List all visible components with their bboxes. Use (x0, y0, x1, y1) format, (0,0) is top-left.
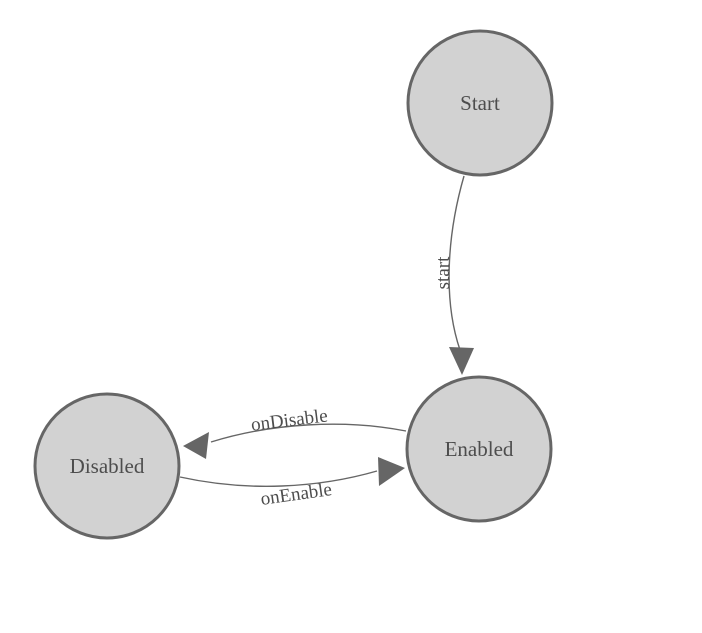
transition-onenable: onEnable (179, 457, 405, 510)
state-node-enabled: Enabled (405, 375, 553, 523)
transition-onenable-line (179, 470, 378, 487)
arrowhead-left-icon (183, 432, 209, 459)
state-label-disabled: Disabled (70, 454, 145, 478)
transition-onenable-label: onEnable (259, 479, 333, 510)
state-node-disabled: Disabled (33, 392, 181, 540)
state-label-enabled: Enabled (445, 437, 514, 461)
transition-ondisable-label: onDisable (250, 405, 329, 435)
transition-ondisable: onDisable (183, 405, 407, 459)
state-label-start: Start (460, 91, 500, 115)
state-node-start: Start (406, 29, 554, 177)
state-circle-enabled (405, 375, 553, 523)
arrowhead-down-icon (449, 347, 474, 375)
transition-start-line (448, 175, 465, 351)
transition-start-label: start (433, 256, 454, 289)
transition-start: start (433, 175, 474, 375)
state-circle-start (406, 29, 554, 177)
state-circle-disabled (33, 392, 181, 540)
arrowhead-right-icon (378, 457, 405, 486)
transition-ondisable-line (210, 423, 407, 443)
